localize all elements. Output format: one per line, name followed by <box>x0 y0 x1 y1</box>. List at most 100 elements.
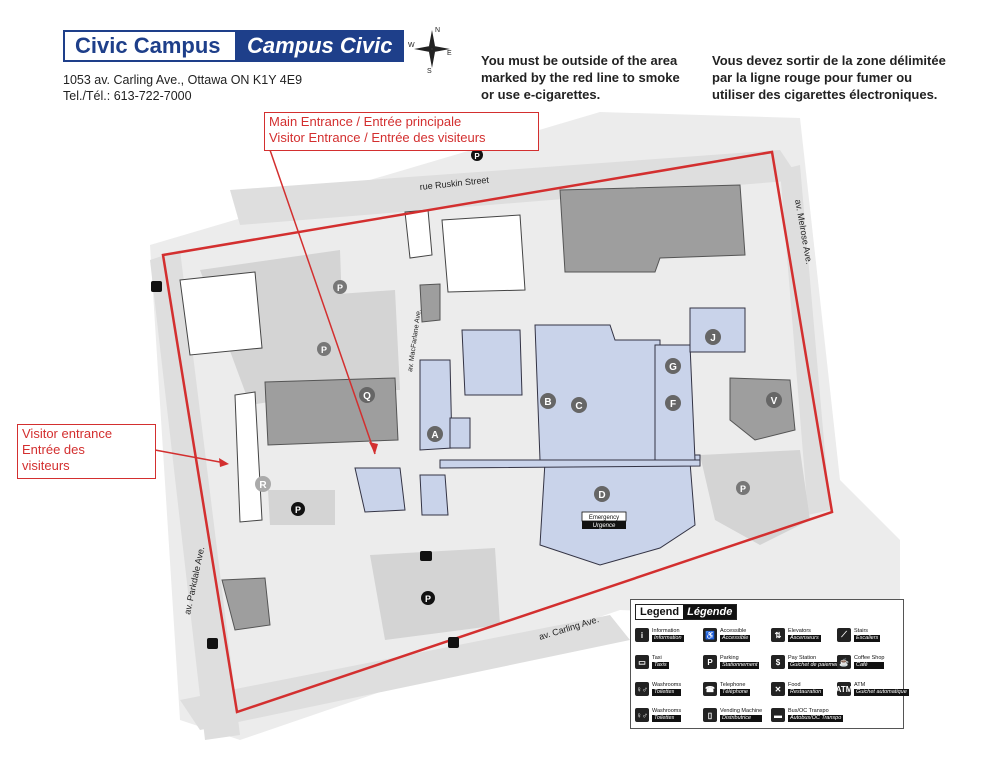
marker-label: D <box>598 490 605 501</box>
address-block: 1053 av. Carling Ave., Ottawa ON K1Y 4E9… <box>63 72 302 104</box>
notice-line: You must be outside of the area <box>481 53 678 68</box>
parking-icon: P <box>736 481 750 495</box>
legend-icon: ♀♂ <box>635 682 649 696</box>
parking-lot-east <box>700 450 810 545</box>
legend-icon: ⇅ <box>771 628 785 642</box>
legend-icon: ⟋ <box>837 628 851 642</box>
marker-q: Q <box>359 387 375 403</box>
visitor-entrance-callout: Visitor entrance Entrée des visiteurs <box>17 424 156 479</box>
legend-icon: ♀♂ <box>635 708 649 722</box>
parking-label: P <box>295 505 301 515</box>
legend-icon: ☎ <box>703 682 717 696</box>
emergency-label-fr: Urgence <box>593 523 616 529</box>
building-ottawa-hospital-research <box>179 271 263 356</box>
legend-label-fr: Stationnement <box>720 662 760 669</box>
marker-label: R <box>259 480 267 491</box>
notice-line: par la ligne rouge pour fumer ou <box>712 70 913 85</box>
legend-label-en: Food <box>788 682 801 688</box>
legend-icon: ▬ <box>771 708 785 722</box>
building-parkdale-clinic <box>234 391 263 523</box>
legend-label-en: Washrooms <box>652 682 682 688</box>
visitor-entrance-arrowhead <box>219 458 229 467</box>
smoking-notice-en: You must be outside of the area marked b… <box>481 52 680 103</box>
legend-label-en: ATM <box>854 682 866 688</box>
marker-label: C <box>575 401 582 412</box>
legend-label-en: Accessible <box>720 628 747 634</box>
building-small-north <box>404 209 433 259</box>
parking-icon: P <box>421 591 435 605</box>
building-south-blue <box>419 474 449 516</box>
callout-line: Visitor Entrance / Entrée des visiteurs <box>269 130 486 145</box>
building-entrance-blue <box>354 467 406 513</box>
legend-icon: ☕ <box>837 655 851 669</box>
carling-avenue-road <box>180 615 630 730</box>
marker-g: G <box>665 358 681 374</box>
compass-n: N <box>435 27 440 34</box>
callout-line: Entrée des <box>22 442 85 457</box>
connector-corridor <box>439 459 701 469</box>
legend-title-en: Legend <box>636 605 684 619</box>
building-q <box>264 377 399 446</box>
parking-lot-south <box>370 548 500 640</box>
emergency-label-en: Emergency <box>589 515 619 521</box>
legend-label-en: Bus/OC Transpo <box>788 708 829 714</box>
compass-e: E <box>447 50 452 57</box>
callout-line: visiteurs <box>22 458 70 473</box>
legend-label-en: Telephone <box>720 682 746 688</box>
marker-label: A <box>431 430 438 441</box>
legend-icon: $ <box>771 655 785 669</box>
marker-f: F <box>665 395 681 411</box>
legend-icon: ▭ <box>635 655 649 669</box>
marker-label: V <box>771 396 778 407</box>
legend-label-fr: Toilettes <box>652 715 682 722</box>
smoking-notice-fr: Vous devez sortir de la zone délimitée p… <box>712 52 946 103</box>
parking-icon: P <box>333 280 347 294</box>
legend-label-fr: Taxis <box>652 662 669 669</box>
notice-line: marked by the red line to smoke <box>481 70 680 85</box>
campus-title: Civic Campus Campus Civic <box>63 30 404 62</box>
parking-label: P <box>337 283 343 293</box>
legend-icon: i <box>635 628 649 642</box>
legend-icon: ▯ <box>703 708 717 722</box>
ruskin-street-road <box>230 150 800 225</box>
compass-s: S <box>427 68 432 74</box>
legend-label-fr: Information <box>652 635 684 642</box>
legend-label-fr: Autobus/OC Transpo <box>788 715 844 722</box>
compass-w: W <box>408 42 415 49</box>
bus-icon <box>151 281 162 292</box>
building-north-white <box>441 214 526 293</box>
legend-label-fr: Accessible <box>720 635 751 642</box>
parking-label: P <box>474 152 480 161</box>
legend-label-en: Stairs <box>854 628 869 634</box>
legend-title-fr: Légende <box>683 605 737 619</box>
marker-v: V <box>766 392 782 408</box>
marker-r: R <box>255 476 271 492</box>
taxi-icon <box>420 551 432 561</box>
parking-icon: P <box>317 342 331 356</box>
building-north-east <box>559 184 746 273</box>
phone-line: Tel./Tél.: 613-722-7000 <box>63 89 192 103</box>
legend-label-en: Washrooms <box>652 708 682 714</box>
legend-label-fr: Escaliers <box>854 635 881 642</box>
legend-label-en: Elevators <box>788 628 811 634</box>
parking-garage-area <box>255 290 400 392</box>
